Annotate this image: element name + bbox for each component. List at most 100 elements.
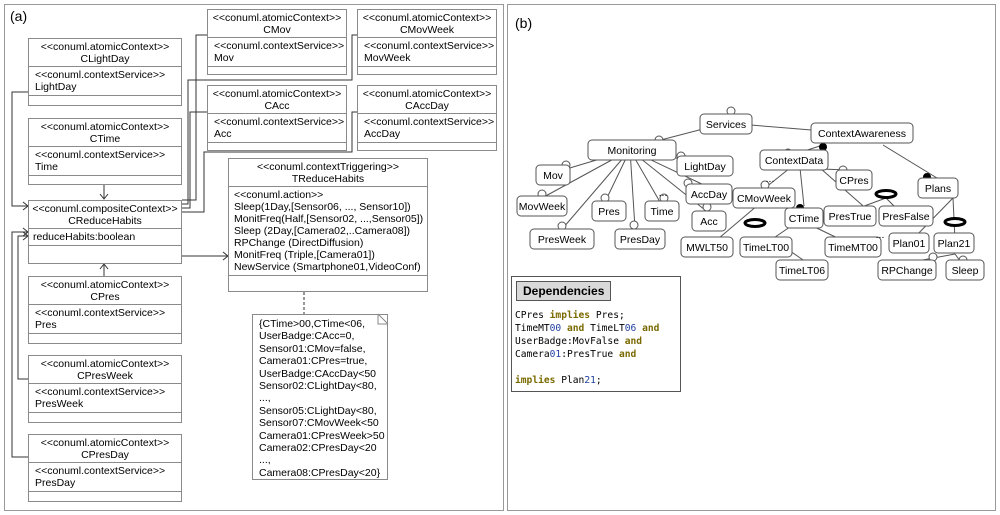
dependencies-panel: Dependencies CPres implies Pres;TimeMT00…: [511, 276, 681, 392]
service-name: MovWeek: [364, 52, 411, 64]
class-name: CMovWeek: [399, 24, 455, 36]
feature-context-awareness: ContextAwareness: [818, 128, 906, 140]
stereotype-label: <<conuml.contextTriggering>>: [256, 161, 400, 173]
stereotype-label: <<conuml.compositeContext>>: [32, 203, 178, 215]
note-line: {CTime>00,CTime<06,: [259, 318, 366, 330]
dependency-keyword: and: [567, 323, 585, 334]
feature-cpres: CPres: [839, 175, 868, 187]
action-line: Sleep(1Day,[Sensor06, ..., Sensor10]): [234, 201, 411, 213]
action-line: MonitFreq(Half,[Sensor02, ...,Sensor05]): [234, 213, 424, 225]
class-name: CPresDay: [81, 449, 129, 461]
panel-a-frame: [4, 4, 504, 511]
stereotype-label: <<conuml.atomicContext>>: [40, 358, 170, 370]
dependency-number: 01: [549, 349, 562, 360]
feature-presfalse: PresFalse: [882, 211, 929, 223]
ellipsis-monitoring: ...: [659, 187, 668, 199]
dependency-keyword: and: [642, 323, 660, 334]
class-cmov: <<conuml.atomicContext>>CMov <<conuml.co…: [207, 9, 347, 75]
stereotype-label: <<conuml.atomicContext>>: [212, 12, 342, 24]
feature-services: Services: [706, 119, 746, 131]
stereotype-label: <<conuml.atomicContext>>: [40, 121, 170, 133]
class-name: CLightDay: [80, 53, 130, 65]
feature-presday: PresDay: [620, 234, 661, 246]
dependency-text: Pres;: [590, 310, 625, 321]
dependency-line: CPres implies Pres;: [515, 309, 659, 322]
note-line: UserBadge:CAcc=0,: [259, 330, 355, 343]
service-name: Pres: [35, 319, 57, 331]
feature-monitoring: Monitoring: [607, 145, 656, 157]
feature-timelt00: TimeLT00: [743, 242, 789, 254]
note-line: Camera02:CPresDay<20: [259, 442, 377, 455]
feature-timemt00: TimeMT00: [828, 242, 878, 254]
dependency-keyword: and: [618, 349, 637, 360]
service-stereotype: <<conuml.contextService>>: [364, 116, 495, 128]
stereotype-label: <<conuml.atomicContext>>: [212, 88, 342, 100]
service-stereotype: <<conuml.contextService>>: [214, 116, 345, 128]
class-name: CReduceHabits: [68, 215, 142, 227]
service-name: LightDay: [35, 81, 77, 93]
dependency-keyword: implies: [549, 310, 591, 321]
class-name: TReduceHabits: [291, 173, 365, 185]
class-cmovweek: <<conuml.atomicContext>>CMovWeek <<conum…: [357, 9, 497, 75]
dependency-number: 06: [624, 323, 637, 334]
class-cpresday: <<conuml.atomicContext>>CPresDay <<conum…: [28, 434, 182, 502]
feature-sleep: Sleep: [952, 265, 979, 277]
action-line: NewService (Smartphone01,VideoConf): [234, 261, 421, 273]
dependency-keyword: implies: [515, 375, 556, 386]
class-clightday: <<conuml.atomicContext>>CLightDay <<conu…: [28, 38, 182, 106]
dependency-text: TimeMT: [515, 323, 550, 334]
dependency-text: TimeLT: [584, 323, 625, 334]
class-treducehabits: <<conuml.contextTriggering>>TReduceHabit…: [228, 158, 428, 292]
service-stereotype: <<conuml.contextService>>: [35, 149, 166, 161]
service-name: Time: [35, 161, 58, 173]
feature-time: Time: [651, 206, 674, 218]
stereotype-label: <<conuml.atomicContext>>: [40, 279, 170, 291]
feature-plan01: Plan01: [893, 238, 926, 250]
service-name: Mov: [214, 52, 234, 64]
stereotype-label: <<conuml.atomicContext>>: [40, 41, 170, 53]
service-stereotype: <<conuml.contextService>>: [364, 40, 495, 52]
action-line: Sleep (2Day,[Camera02,..Camera08]): [234, 225, 411, 237]
action-stereotype: <<conuml.action>>: [234, 189, 324, 201]
dependency-text: ;: [595, 375, 602, 386]
feature-rpchange: RPChange: [881, 265, 933, 277]
class-name: CPres: [90, 291, 120, 303]
note-line: Camera01:CPres=true,: [259, 355, 368, 368]
dependency-text: UserBadge:MovFalse: [515, 336, 625, 347]
dependency-text: CPres: [515, 310, 550, 321]
dependency-line: Camera01:PresTrue and: [515, 348, 659, 361]
service-name: PresWeek: [35, 398, 84, 410]
note-line: Camera08:CPresDay<20}: [259, 466, 381, 479]
dependency-keyword: and: [624, 336, 643, 347]
stereotype-label: <<conuml.atomicContext>>: [362, 88, 492, 100]
feature-pres: Pres: [598, 206, 620, 218]
dependency-line: UserBadge:MovFalse and: [515, 335, 659, 348]
feature-plans: Plans: [925, 183, 951, 195]
ellipsis-contextdata: ...: [766, 173, 775, 185]
service-stereotype: <<conuml.contextService>>: [35, 69, 166, 81]
dependency-text: :PresTrue: [561, 349, 619, 360]
service-name: PresDay: [35, 477, 76, 489]
class-cpres: <<conuml.atomicContext>>CPres <<conuml.c…: [28, 276, 182, 344]
dependency-number: 21: [584, 375, 596, 386]
service-name: Acc: [214, 128, 232, 140]
panel-a-label: (a): [10, 8, 28, 24]
dependency-line: [515, 361, 659, 374]
note-line: UserBadge:CAccDay<50: [259, 367, 377, 380]
class-name: CAccDay: [405, 100, 449, 112]
dependencies-title: Dependencies: [516, 281, 612, 301]
feature-movweek: MovWeek: [519, 201, 566, 213]
feature-mwlt50: MWLT50: [686, 242, 728, 254]
feature-plan21: Plan21: [938, 238, 971, 250]
dependency-text: Camera: [515, 349, 550, 360]
attribute: reduceHabits:boolean: [33, 231, 136, 243]
constraint-note: {CTime>00,CTime<06, UserBadge:CAcc=0, Se…: [252, 314, 388, 480]
feature-cmovweek: CMovWeek: [737, 193, 792, 205]
feature-acc: Acc: [700, 216, 718, 228]
class-cacc: <<conuml.atomicContext>>CAcc <<conuml.co…: [207, 85, 347, 151]
class-caccday: <<conuml.atomicContext>>CAccDay <<conuml…: [357, 85, 497, 151]
note-line: Sensor07:CMovWeek<50: [259, 417, 379, 430]
